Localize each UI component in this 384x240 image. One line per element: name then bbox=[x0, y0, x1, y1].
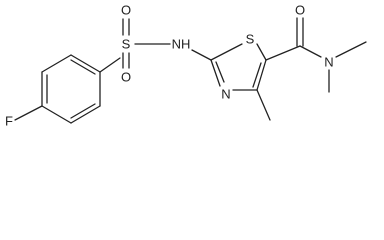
ring-double-bond bbox=[70, 59, 96, 75]
sulfonyl-oxygen-top-atom: O bbox=[121, 3, 131, 18]
ring-bond bbox=[41, 54, 72, 73]
carbonyl-bond bbox=[265, 45, 301, 61]
thiazole-c5-c4-bond bbox=[256, 59, 267, 91]
thiazole-n-c2-double-bond bbox=[215, 61, 225, 83]
thiazole-c5-c4-double-bond bbox=[252, 62, 262, 88]
molecule-structure: F S O O NH S N O N bbox=[5, 3, 367, 129]
thiazole-s-c5-bond bbox=[256, 43, 267, 61]
aryl-sulfonyl-bond bbox=[99, 57, 121, 73]
thiazole-ring bbox=[210, 43, 267, 91]
sulfonamide-nh-atom: NH bbox=[172, 37, 191, 52]
sulfonyl-oxygen-bottom-atom: O bbox=[121, 70, 131, 85]
thiazole-n-c2-bond bbox=[210, 59, 221, 87]
ring-bond bbox=[70, 105, 101, 124]
thiazole-nitrogen-atom: N bbox=[221, 87, 230, 102]
ring-bond bbox=[70, 54, 101, 73]
amide-nitrogen-atom: N bbox=[324, 55, 333, 70]
fluorine-bond bbox=[14, 105, 43, 121]
fluorine-atom: F bbox=[5, 114, 13, 129]
n-methyl-bond-upper bbox=[335, 41, 367, 58]
amide-oxygen-atom: O bbox=[295, 3, 305, 18]
thiazole-sulfur-atom: S bbox=[246, 32, 255, 47]
fluorophenyl-ring bbox=[41, 54, 101, 124]
nh-thiazole-bond bbox=[191, 49, 212, 61]
thiazole-c2-s-bond bbox=[210, 43, 243, 61]
ring-double-bond bbox=[70, 103, 96, 119]
methyl-bond bbox=[256, 89, 271, 121]
ring-bond bbox=[41, 105, 72, 124]
amide-nitrogen-bond bbox=[299, 45, 322, 58]
sulfonyl-sulfur-atom: S bbox=[122, 37, 131, 52]
